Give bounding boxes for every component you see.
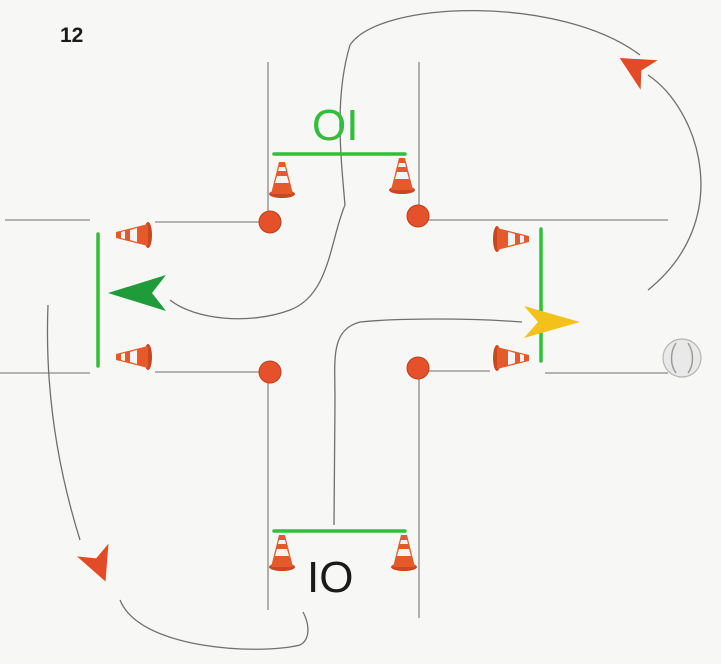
road-lines	[0, 62, 668, 618]
gate-label-top: OI	[312, 101, 358, 150]
direction-arrows	[76, 58, 658, 582]
gate-label-bottom: IO	[307, 553, 353, 602]
traffic-cone-icon	[493, 226, 529, 252]
traffic-cone-icon	[116, 222, 152, 248]
corner-dot-top-left	[258, 210, 282, 234]
path-right-loop	[647, 74, 702, 291]
path-center-right	[333, 318, 523, 526]
maneuver-paths	[46, 9, 702, 650]
corner-dot-bottom-right	[406, 356, 430, 380]
gate-bars	[96, 152, 543, 533]
traffic-cone-icon	[116, 344, 152, 370]
direction-arrow-icon	[76, 543, 109, 582]
direction-arrow-icon	[524, 306, 580, 338]
traffic-cone-icon	[493, 345, 529, 371]
corner-dots	[258, 204, 430, 384]
path-top-loop	[339, 9, 641, 206]
direction-arrow-icon	[108, 275, 166, 311]
path-center-left	[169, 204, 346, 320]
corner-dot-bottom-left	[258, 360, 282, 384]
traffic-cone-icon	[391, 535, 417, 571]
direction-arrow-icon	[619, 58, 658, 90]
traffic-cone-icon	[269, 535, 295, 571]
traffic-cone-icon	[269, 162, 295, 198]
path-left-loop	[46, 304, 81, 541]
path-bottom-loop	[119, 599, 309, 650]
corner-dot-top-right	[406, 204, 430, 228]
start-ball-icon	[662, 338, 702, 378]
traffic-cone-icon	[389, 158, 415, 194]
page-number: 12	[60, 24, 83, 47]
